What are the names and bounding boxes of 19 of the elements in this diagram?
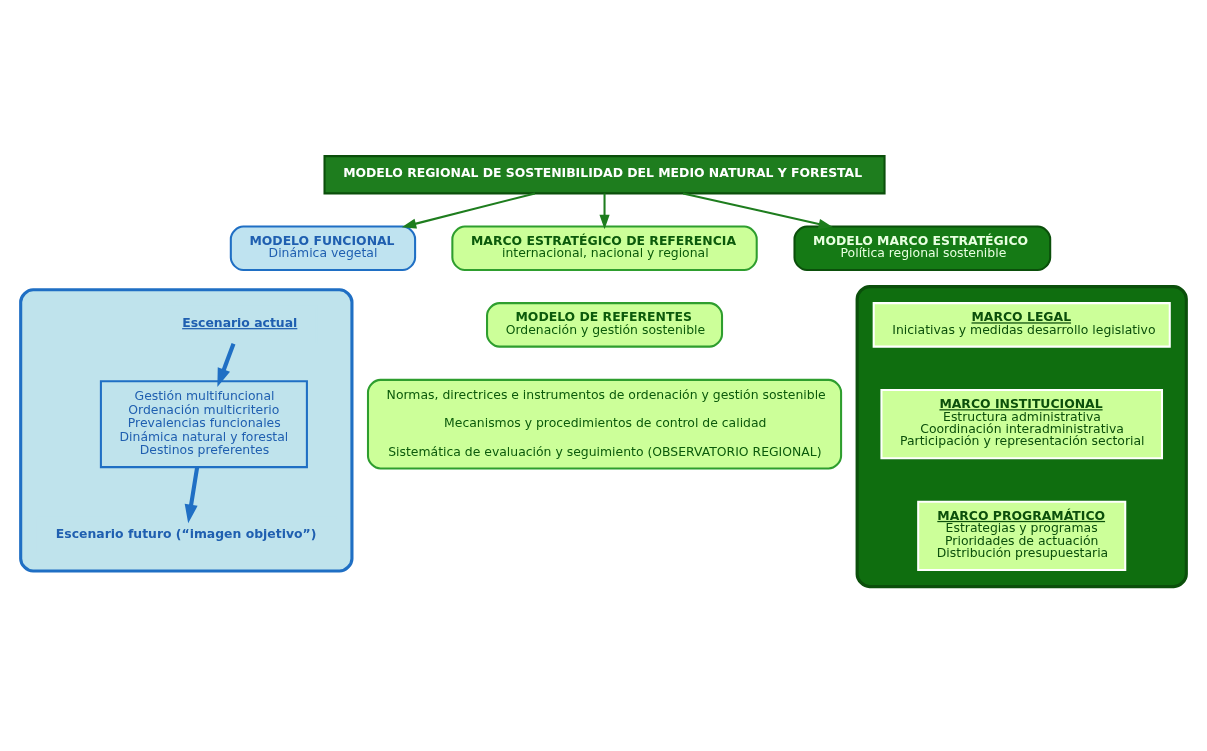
arrow: [599, 193, 610, 230]
cluster: [855, 285, 1188, 589]
node-box: MODELO DE REFERENTES Ordenación y gestión sostenible: [486, 302, 724, 348]
arrow: [401, 192, 536, 229]
node-box: MODELO REGIONAL DE SOSTENIBILIDAD DEL MEDIO NATURAL Y FORESTAL: [323, 155, 886, 195]
arrow: [217, 343, 236, 388]
arrow: [184, 466, 200, 524]
node-box: MODELO FUNCIONAL Dinámica vegetal: [229, 225, 417, 272]
node-box: MARCO PROGRAMÁTICO Estrategias y programas Prioridades de actuación Distribución presupuestaria: [917, 500, 1127, 572]
node-text: Escenario actual: [182, 315, 298, 331]
node-box: Gestión multifuncional Ordenación multicriterio Prevalencias funcionales Dinámica natural y forestal Destinos preferentes: [99, 380, 308, 469]
node-box: Normas, directrices e instrumentos de ordenación y gestión sostenible Mecanismos y procedimientos de control de calidad Sistemática de evaluación y seguimiento (OBSERVATORIO REGIONAL): [366, 378, 843, 470]
node-box: MARCO INSTITUCIONAL Estructura administrativa Coordinación interadministrativa Participación y representación sectorial: [880, 388, 1164, 460]
node-text: Escenario futuro (“imagen objetivo”): [55, 526, 317, 542]
cluster: [19, 288, 354, 573]
node-box: MARCO ESTRATÉGICO DE REFERENCIA internacional, nacional y regional: [451, 225, 758, 272]
arrow: [682, 192, 834, 229]
node-box: MODELO MARCO ESTRATÉGICO Política regional sostenible: [793, 225, 1052, 272]
node-box: MARCO LEGAL Iniciativas y medidas desarrollo legislativo: [872, 302, 1171, 348]
